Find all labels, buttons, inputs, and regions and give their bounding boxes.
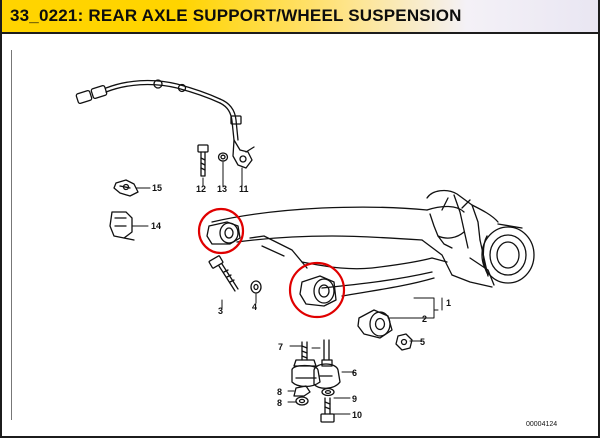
- nut-8: [293, 385, 311, 397]
- bracket-14: [109, 211, 135, 241]
- label-part-11: 11: [239, 184, 249, 194]
- left-margin-line: [11, 50, 12, 420]
- label-part-13: 13: [217, 184, 227, 194]
- highlight-circle-lower-bush: [288, 261, 346, 319]
- bolt-3: [208, 255, 239, 292]
- title-bar: 33_0221: REAR AXLE SUPPORT/WHEEL SUSPENS…: [2, 0, 598, 34]
- label-part-5: 5: [420, 337, 425, 347]
- washer-13: [217, 152, 229, 162]
- leader-lines: [131, 161, 443, 415]
- bolt-10: [320, 397, 335, 423]
- bush-lower: [299, 275, 337, 307]
- clip-15: [113, 179, 139, 197]
- bush-upper: [206, 221, 241, 245]
- label-part-3: 3: [218, 306, 223, 316]
- rear-axle-support-arm: [211, 189, 535, 297]
- highlight-circle-upper-bush: [197, 207, 245, 255]
- label-part-4: 4: [252, 302, 257, 312]
- label-part-14: 14: [151, 221, 161, 231]
- sensor-cable-assembly: [75, 79, 255, 169]
- label-part-2: 2: [422, 314, 427, 324]
- label-part-9: 9: [352, 394, 357, 404]
- image-code: 00004124: [526, 421, 557, 428]
- bolt-12: [197, 144, 209, 177]
- highlight-circles: [197, 207, 346, 319]
- label-part-12: 12: [196, 184, 206, 194]
- label-part-7: 7: [278, 342, 283, 352]
- washer-8b: [321, 387, 335, 397]
- label-part-1: 1: [446, 298, 451, 308]
- part-labels: 1 2 3 4 5 6 7 8 8 9 10 11 12 13 14 15 00…: [151, 183, 557, 428]
- label-part-10: 10: [352, 410, 362, 420]
- nut-5: [395, 333, 413, 351]
- washer-9: [295, 396, 309, 406]
- label-part-8b: 8: [277, 398, 282, 408]
- mount-6: [313, 339, 341, 389]
- stud-7: [291, 341, 321, 388]
- label-part-8: 8: [277, 387, 282, 397]
- label-part-6: 6: [352, 368, 357, 378]
- rubber-mount-2: [357, 309, 393, 339]
- page-title: 33_0221: REAR AXLE SUPPORT/WHEEL SUSPENS…: [10, 6, 462, 25]
- label-part-15: 15: [152, 183, 162, 193]
- washer-4: [250, 280, 262, 294]
